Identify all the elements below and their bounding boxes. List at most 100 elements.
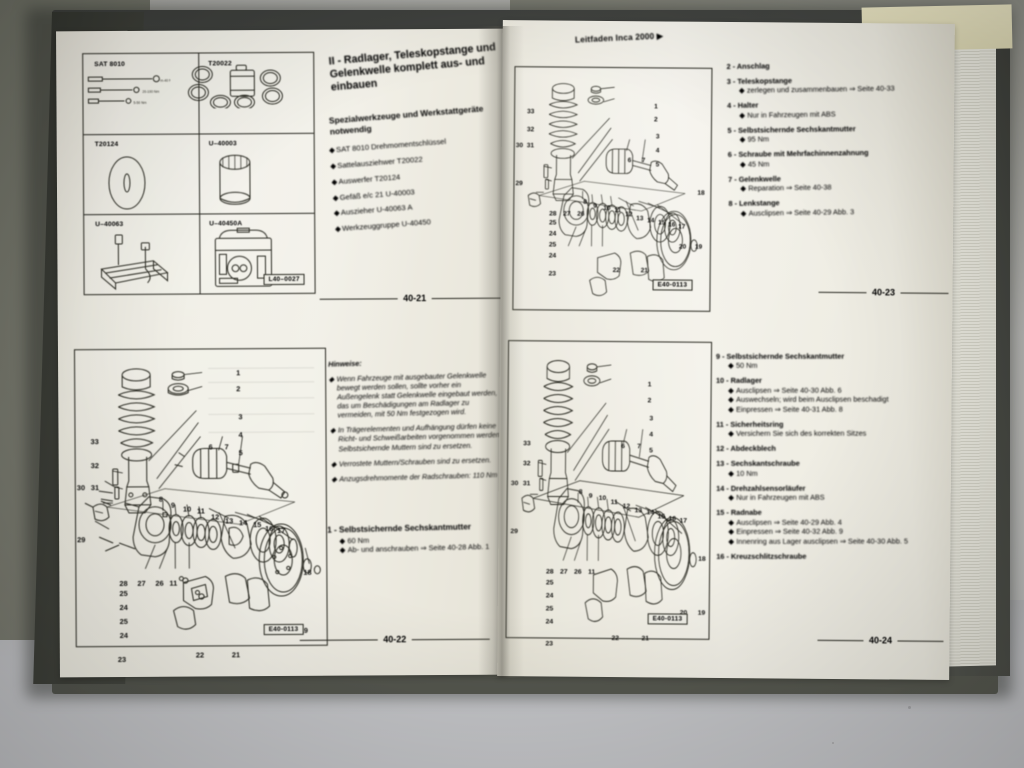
- callout-3: 3: [238, 412, 243, 422]
- item-bullet: Nur in Fahrzeugen mit ABS: [747, 109, 836, 120]
- item-title: Schraube mit Mehrfachinnenzahnung: [738, 148, 869, 160]
- callout-19: 19: [697, 609, 706, 617]
- tool-code-u40003: U–40003: [208, 140, 237, 148]
- tool-item: Gefäß e/c 21 U-40003: [339, 186, 415, 202]
- callout-11b: 11: [588, 568, 596, 576]
- callout-7: 7: [224, 442, 229, 452]
- callout-25b: 25: [545, 579, 554, 587]
- callout-21: 21: [640, 267, 649, 275]
- tool-item: Sattelausziehwer T20022: [336, 154, 423, 170]
- item-title: Halter: [737, 101, 759, 111]
- callout-23: 23: [548, 270, 557, 278]
- parts-list-item: 16 - Kreuzschlitzschraube: [716, 551, 807, 561]
- callout-25: 25: [545, 605, 554, 613]
- tool-code-t20124: T20124: [94, 140, 119, 149]
- callout-30: 30: [76, 483, 86, 493]
- puller-bridge-icon: [100, 234, 169, 291]
- tool-item: SAT 8010 Drehmomentschlüssel: [335, 136, 447, 155]
- tool-group-case-icon: [214, 227, 273, 287]
- parts-list-item: 10 - Radlager ◆Ausclipsen ⇒ Seite 40-30 …: [716, 376, 889, 414]
- callout-6: 6: [208, 442, 213, 452]
- callout-21: 21: [231, 650, 241, 660]
- callout-17: 17: [679, 517, 688, 525]
- item-number: 7: [728, 174, 733, 184]
- parts-list-item: 4 - Halter ◆Nur in Fahrzeugen mit ABS: [727, 101, 836, 120]
- item-number: 9: [715, 351, 721, 361]
- item-title: Radlager: [730, 376, 762, 386]
- item-title: Selbstsichernde Sechskantmutter: [726, 351, 845, 361]
- callout-24: 24: [545, 618, 554, 626]
- callout-8: 8: [578, 488, 583, 496]
- callout-15: 15: [657, 513, 666, 521]
- callout-24b: 24: [119, 602, 128, 612]
- svg-text:20-100 Nm: 20-100 Nm: [142, 90, 159, 94]
- callout-1: 1: [647, 381, 652, 389]
- callout-3: 3: [655, 133, 660, 141]
- item-number: 15: [716, 508, 725, 518]
- callout-10: 10: [598, 494, 607, 502]
- callout-13: 13: [636, 215, 644, 223]
- callout-33: 33: [523, 440, 531, 448]
- right-page-sheet: Leitfaden Inca 2000 ▶: [497, 20, 955, 680]
- item-number: 12: [716, 444, 725, 454]
- callout-26: 26: [577, 210, 585, 218]
- callout-22: 22: [611, 635, 620, 643]
- callout-18: 18: [697, 189, 705, 197]
- parts-list-40-23: 2 - Anschlag 3 - Teleskopstange ◆zerlege…: [727, 59, 941, 224]
- page-number-value: 40-24: [868, 635, 893, 646]
- callout-14: 14: [646, 509, 655, 517]
- callout-16: 16: [668, 221, 676, 229]
- callout-13: 13: [634, 507, 643, 515]
- callout-17: 17: [678, 223, 686, 231]
- exploded-suspension-diagram: [527, 83, 698, 296]
- callout-32: 32: [526, 126, 535, 134]
- item-bullet: Versichern Sie sich des korrekten Sitzes: [736, 429, 867, 439]
- item-number: 6: [727, 150, 732, 160]
- callout-27: 27: [560, 568, 568, 576]
- item-title: Lenkstange: [738, 198, 780, 209]
- item-number: 3: [726, 76, 731, 86]
- callout-25: 25: [119, 616, 128, 626]
- callout-19: 19: [694, 243, 703, 251]
- callout-10: 10: [182, 504, 192, 514]
- callout-25: 25: [548, 241, 557, 249]
- item-title: Teleskopstange: [737, 76, 793, 86]
- parts-list-item: 3 - Teleskopstange ◆zerlegen und zusamme…: [726, 76, 895, 96]
- item-title: Selbstsichernde Sechskantmutter: [737, 124, 856, 135]
- callout-22: 22: [612, 267, 621, 275]
- callout-2: 2: [653, 116, 658, 124]
- callout-25b: 25: [549, 219, 557, 227]
- figure-label-l40-0027: L40–0027: [263, 273, 305, 286]
- callout-12: 12: [210, 512, 220, 522]
- exploded-suspension-diagram: [521, 360, 697, 622]
- callout-5: 5: [655, 161, 660, 169]
- item-number: 11: [716, 419, 724, 429]
- item-number: 4: [727, 101, 732, 111]
- item-title: Sicherheitsring: [730, 419, 784, 429]
- callout-15: 15: [253, 520, 262, 530]
- callout-20: 20: [678, 243, 687, 251]
- item-bullet: Einpressen ⇒ Seite 40-31 Abb. 8: [736, 404, 843, 414]
- callout-31: 31: [90, 483, 100, 493]
- item-title: Abdeckblech: [730, 444, 776, 454]
- item-number: 1: [327, 525, 332, 535]
- item-title: Drehzahlsensorläufer: [730, 483, 806, 493]
- parts-list-item: 12 - Abdeckblech: [716, 444, 776, 454]
- callout-7: 7: [637, 443, 641, 451]
- callout-15: 15: [658, 219, 666, 227]
- callout-18: 18: [698, 555, 706, 563]
- item-bullet: Nur in Fahrzeugen mit ABS: [736, 493, 825, 503]
- callout-24: 24: [119, 630, 128, 640]
- callout-23: 23: [117, 654, 127, 665]
- parts-list-item: 9 - Selbstsichernde Sechskantmutter ◆50 …: [715, 351, 845, 371]
- callout-11b: 11: [169, 578, 178, 588]
- callout-17: 17: [277, 525, 286, 536]
- item-number: 5: [727, 125, 732, 135]
- figure-label-e40-0113-tr: E40-0113: [652, 279, 693, 291]
- item-bullet: Reparation ⇒ Seite 40-38: [748, 182, 832, 194]
- callout-32: 32: [522, 460, 531, 468]
- parts-list-item: 6 - Schraube mit Mehrfachinnenzahnung ◆4…: [727, 148, 869, 169]
- item-bullet: 50 Nm: [735, 361, 758, 371]
- callout-6: 6: [621, 443, 625, 451]
- book-gutter-shadow: [478, 26, 524, 678]
